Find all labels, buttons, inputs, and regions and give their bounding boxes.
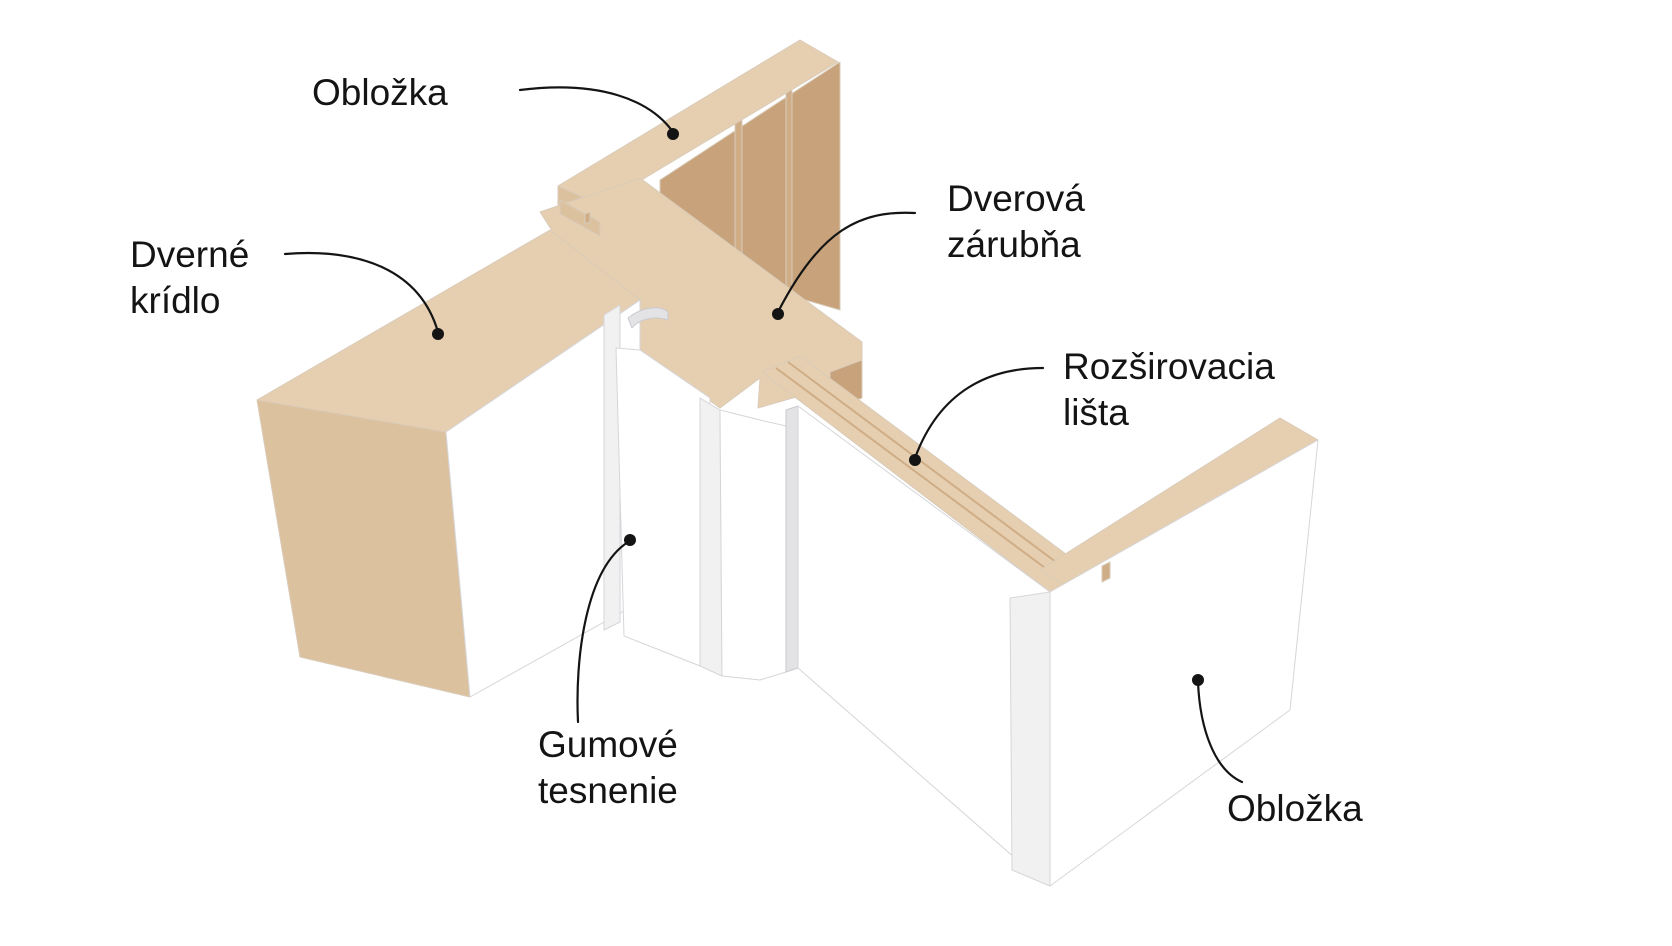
door-frame-jamb-faces bbox=[615, 347, 799, 681]
bottom-casing-piece bbox=[1009, 417, 1319, 887]
leader-dot-door-leaf bbox=[432, 328, 444, 340]
leader-lines bbox=[283, 86, 1244, 784]
door-leaf-edge-face bbox=[256, 399, 471, 698]
leader-dot-bottom-casing bbox=[1192, 674, 1204, 686]
leader-dot-door-frame bbox=[772, 308, 784, 320]
label-extension-strip: Rozširovacia lišta bbox=[1063, 346, 1275, 433]
label-rubber-seal: Gumové tesnenie bbox=[538, 724, 678, 811]
leader-line-top-casing bbox=[518, 86, 675, 134]
door-frame-jamb-face-1 bbox=[615, 347, 711, 667]
door-frame-jamb-step bbox=[699, 397, 723, 677]
leader-line-bottom-casing bbox=[1196, 680, 1244, 784]
door-leaf-piece bbox=[256, 229, 641, 698]
door-frame-jamb-edge bbox=[785, 405, 799, 673]
bottom-casing-side-face bbox=[1009, 591, 1051, 887]
label-door-frame: Dverová zárubňa bbox=[947, 178, 1085, 265]
label-top-casing: Obložka bbox=[312, 72, 448, 113]
top-casing-groove bbox=[785, 83, 793, 297]
leader-line-extension-strip bbox=[913, 366, 1045, 460]
bottom-casing-notch bbox=[1101, 561, 1111, 583]
leader-dot-rubber-seal bbox=[624, 534, 636, 546]
leader-dot-extension-strip bbox=[909, 454, 921, 466]
door-leaf-rebate-shadow bbox=[603, 304, 621, 631]
rubber-seal-piece bbox=[627, 307, 669, 329]
extension-strip-groove-line bbox=[787, 361, 1077, 578]
leader-dot-top-casing bbox=[667, 128, 679, 140]
extension-strip-groove-line bbox=[775, 367, 1065, 583]
door-frame-notch bbox=[584, 211, 591, 225]
leader-line-rubber-seal bbox=[576, 540, 630, 724]
extension-strip-piece bbox=[761, 355, 1091, 881]
leader-line-door-frame bbox=[776, 211, 917, 314]
door-frame-jamb-face-2 bbox=[719, 409, 787, 681]
bottom-casing-white-face bbox=[1049, 439, 1319, 887]
label-bottom-casing: Obložka bbox=[1227, 788, 1363, 829]
label-door-leaf: Dverné krídlo bbox=[130, 234, 250, 321]
leader-line-door-leaf bbox=[283, 252, 440, 334]
rubber-seal-profile bbox=[627, 307, 669, 329]
